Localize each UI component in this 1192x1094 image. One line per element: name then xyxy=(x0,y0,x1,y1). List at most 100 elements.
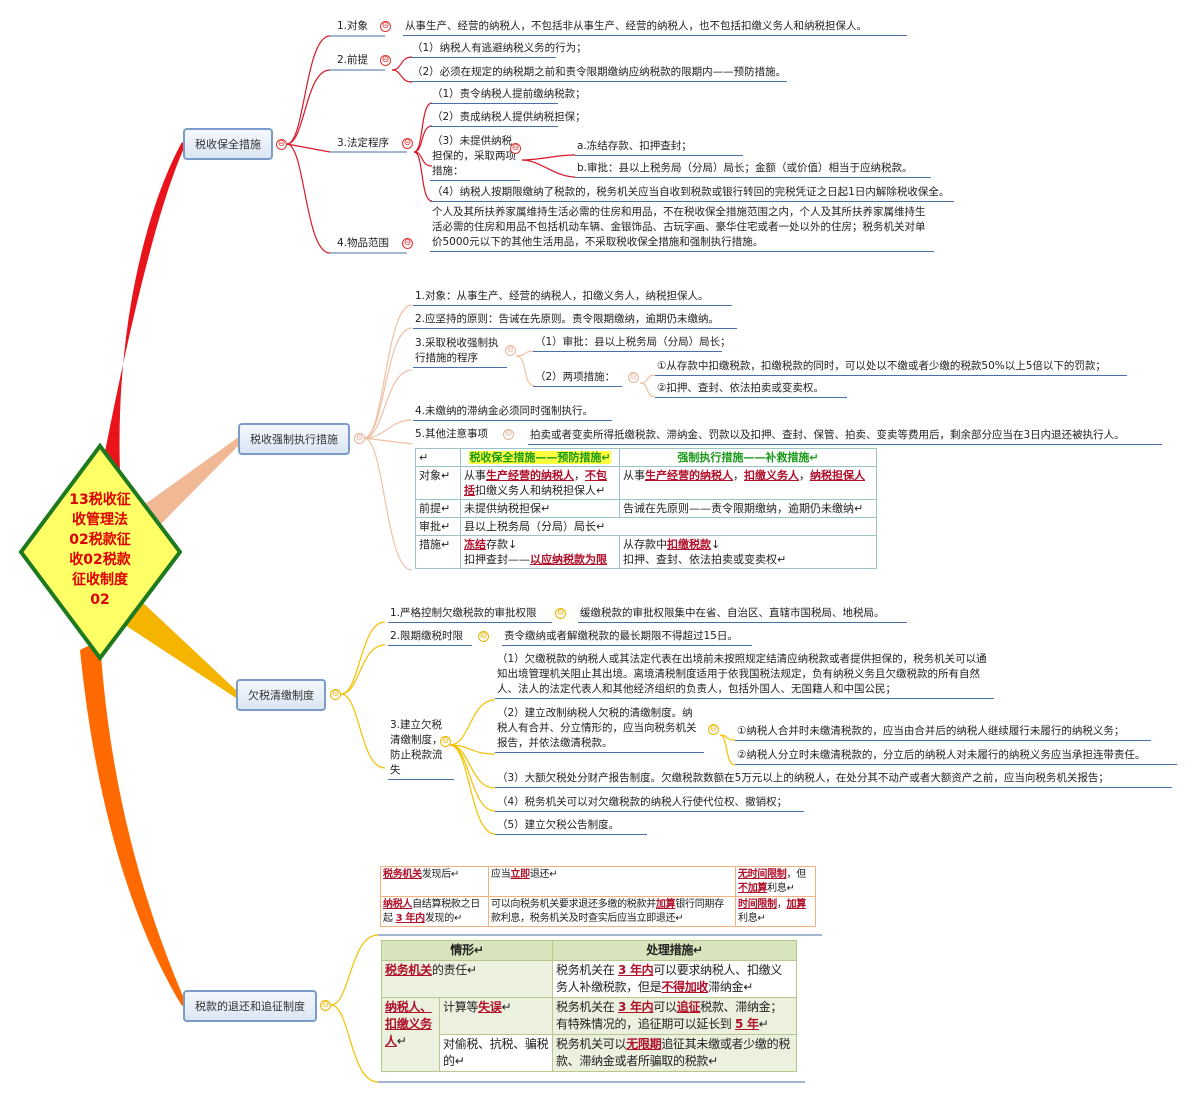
b1-premise-item[interactable]: （2）必须在规定的纳税期之前和责令限期缴纳应纳税款的限期内——预防措施。 xyxy=(410,65,787,82)
b2-principle[interactable]: 2.应坚持的原则：告诫在先原则。责令限期缴纳，逾期仍未缴纳。 xyxy=(413,312,737,329)
topic-refund-collection[interactable]: 税款的退还和追征制度 xyxy=(183,990,317,1022)
emphasis-text: 立即 xyxy=(510,869,530,880)
collapse-icon[interactable]: ⊖ xyxy=(380,55,391,66)
collapse-icon[interactable]: ⊖ xyxy=(276,139,287,150)
collapse-icon[interactable]: ⊖ xyxy=(505,345,516,356)
b3-deadline-label[interactable]: 2.限期缴税时限 xyxy=(388,629,472,646)
central-topic[interactable]: 13税收征 收管理法 02税款征 收02税款 征收制度 02 xyxy=(40,490,160,610)
b2-measure-item[interactable]: ①从存款中扣缴税款，扣缴税款的同时，可以处以不缴或者少缴的税款50%以上5倍以下… xyxy=(655,359,1127,376)
b3-system-item[interactable]: （3）大额欠税处分财产报告制度。欠缴税款数额在5万元以上的纳税人，在处分其不动产… xyxy=(495,771,1172,788)
header-text: 税收保全措施——预防措施↵ xyxy=(469,451,611,464)
cell-text: 税款、滞纳金；有特殊情况的，追征期可以延长到 xyxy=(556,1000,783,1031)
cell-text: ↵ xyxy=(501,1000,512,1014)
emphasis-text: 加算 xyxy=(655,899,676,910)
central-topic-line: 征收制度 xyxy=(72,572,128,588)
table-header-cell: 强制执行措施——补救措施↵ xyxy=(619,448,877,467)
cell-text: 可以要求纳税人、扣缴义务人补缴税款，但是 xyxy=(556,963,783,994)
collapse-icon[interactable]: ⊖ xyxy=(440,736,451,747)
collapse-icon[interactable]: ⊖ xyxy=(330,689,341,700)
b2-procedure-item[interactable]: （2）两项措施： xyxy=(533,370,622,387)
b1-procedure-item[interactable]: （4）纳税人按期限缴纳了税款的，税务机关应当自收到税款或银行转回的完税凭证之日起… xyxy=(430,185,954,202)
cell-text: 应当 xyxy=(491,869,511,880)
branch1-underlines xyxy=(330,35,407,254)
collapse-icon[interactable]: ⊖ xyxy=(510,143,521,154)
table-cell: 无时间限制，但不加算利息↵ xyxy=(735,866,816,897)
table-row: 税务机关的责任↵税务机关在 3 年内可以要求纳税人、扣缴义务人补缴税款，但是不得… xyxy=(381,960,797,998)
b2-procedure-item[interactable]: （1）审批：县以上税务局（分局）局长； xyxy=(533,335,731,352)
b3-approval-detail[interactable]: 缓缴税款的审批权限集中在省、自治区、直辖市国税局、地税局。 xyxy=(578,606,907,623)
emphasis-text: 无限期 xyxy=(626,1037,662,1051)
central-topic-line: 13税收征 xyxy=(69,492,131,508)
b2-procedure-label[interactable]: 3.采取税收强制执行措施的程序 xyxy=(413,336,507,368)
table-cell: 应当立即退还↵ xyxy=(488,866,736,897)
table-row: 纳税人、扣缴义务人↵计算等失误↵税务机关在 3 年内可以追征税款、滞纳金；有特殊… xyxy=(381,997,797,1072)
b3-deadline-detail[interactable]: 责令缴纳或者解缴税款的最长期限不得超过15日。 xyxy=(502,629,752,646)
b3-merger-item[interactable]: ②纳税人分立时未缴清税款的，分立后的纳税人对未履行的纳税义务应当承担连带责任。 xyxy=(735,748,1177,765)
b1-procedure-item[interactable]: （1）责令纳税人提前缴纳税款； xyxy=(430,87,586,104)
collapse-icon[interactable]: ⊖ xyxy=(555,608,566,619)
collapse-icon[interactable]: ⊖ xyxy=(478,631,489,642)
b3-merger-item[interactable]: ①纳税人合并时未缴清税款的，应当由合并后的纳税人继续履行未履行的纳税义务； xyxy=(735,724,1151,741)
b3-approval-label[interactable]: 1.严格控制欠缴税款的审批权限 xyxy=(388,606,552,623)
b1-procedure-item[interactable]: （3）未提供纳税担保的，采取两项措施： xyxy=(430,134,520,181)
b2-late-fee[interactable]: 4.未缴纳的滞纳金必须同时强制执行。 xyxy=(413,404,612,421)
collapse-icon[interactable]: ⊖ xyxy=(320,1000,331,1011)
collapse-icon[interactable]: ⊖ xyxy=(380,21,391,32)
b2-subject[interactable]: 1.对象：从事生产、经营的纳税人，扣缴义务人，纳税担保人。 xyxy=(413,289,732,306)
b3-system-item[interactable]: （5）建立欠税公告制度。 xyxy=(495,818,647,835)
table-cell: 纳税人自结算税款之日起 3 年内发现的↵ xyxy=(380,896,489,927)
b1-procedure-label[interactable]: 3.法定程序 xyxy=(337,137,390,149)
b1-procedure-subitem[interactable]: b.审批：县以上税务局（分局）局长；金额（或价值）相当于应纳税款。 xyxy=(575,161,931,178)
table-cell: 从存款中扣缴税款↓ 扣押、查封、依法拍卖或变卖权↵ xyxy=(619,535,877,569)
b3-system-item[interactable]: （2）建立改制纳税人欠税的清缴制度。纳税人有合并、分立情形的，应当向税务机关报告… xyxy=(495,706,704,753)
collapse-icon[interactable]: ⊖ xyxy=(628,372,639,383)
branch-main-3 xyxy=(125,600,238,698)
b1-subject-detail[interactable]: 从事生产、经营的纳税人，不包括非从事生产、经营的纳税人，也不包括扣缴义务人和纳税… xyxy=(403,19,907,36)
b2-notes-label[interactable]: 5.其他注意事项 xyxy=(415,428,489,440)
table-cell: 告诫在先原则——责令限期缴纳，逾期仍未缴纳↵ xyxy=(619,499,877,518)
cell-text: 告诫在先原则——责令限期缴纳，逾期仍未缴纳↵ xyxy=(623,502,864,515)
branch1-connectors xyxy=(286,35,576,254)
b3-system-label[interactable]: 3.建立欠税清缴制度，防止税款流失 xyxy=(388,718,454,780)
cell-text: 对偷税、抗税、骗税的↵ xyxy=(443,1037,549,1068)
b1-procedure-subitem[interactable]: a.冻结存款、扣押查封； xyxy=(575,139,743,156)
collapse-icon[interactable]: ⊖ xyxy=(402,238,413,249)
collapse-icon[interactable]: ⊖ xyxy=(402,138,413,149)
emphasis-text: 纳税人 xyxy=(383,899,413,910)
branch-main-2 xyxy=(130,436,242,535)
cell-text: 银行同期存款利息，税务机关及时查实后应当立即退还↵ xyxy=(491,899,724,924)
table-cell: 冻结存款↓ 扣押查封——以应纳税款为限 xyxy=(460,535,620,569)
cell-text: 从存款中 xyxy=(623,538,667,551)
b1-premise-label[interactable]: 2.前提 xyxy=(337,54,369,66)
cell-text: 退还↵ xyxy=(529,869,558,880)
table-header-cell: 税收保全措施——预防措施↵ xyxy=(460,448,620,467)
b1-scope-detail[interactable]: 个人及其所扶养家属维持生活必需的住房和用品，不在税收保全措施范围之内，个人及其所… xyxy=(430,205,934,252)
b1-procedure-item[interactable]: （2）责成纳税人提供纳税担保； xyxy=(430,110,586,127)
b2-measure-item[interactable]: ②扣押、查封、依法拍卖或变卖权。 xyxy=(655,381,847,398)
b1-premise-item[interactable]: （1）纳税人有逃避纳税义务的行为； xyxy=(410,41,587,58)
branch-main-4 xyxy=(80,640,186,1006)
emphasis-text: 扣缴义务人 xyxy=(744,469,799,482)
b3-system-item[interactable]: （4）税务机关可以对欠缴税款的纳税人行使代位权、撤销权； xyxy=(495,795,804,812)
central-topic-line: 收02税款 xyxy=(69,552,131,568)
b1-scope-label[interactable]: 4.物品范围 xyxy=(337,237,390,249)
collapse-icon[interactable]: ⊖ xyxy=(708,724,719,735)
emphasis-text: 以应纳税款为限 xyxy=(530,553,607,566)
table-cell: 税务机关可以无限期追征其未缴或者少缴的税款、滞纳金或者所骗取的税款↵ xyxy=(552,1034,797,1072)
b2-notes-detail[interactable]: 拍卖或者变卖所得抵缴税款、滞纳金、罚款以及扣押、查封、保管、拍卖、变卖等费用后，… xyxy=(528,428,1162,445)
topic-enforcement[interactable]: 税收强制执行措施 xyxy=(238,423,350,455)
cell-text: 可以向税务机关要求退还多缴的税款并 xyxy=(491,899,656,910)
topic-arrears[interactable]: 欠税清缴制度 xyxy=(236,679,326,711)
b1-subject-label[interactable]: 1.对象 xyxy=(337,20,369,32)
cell-text: ， xyxy=(799,469,810,482)
collapse-icon[interactable]: ⊖ xyxy=(354,433,365,444)
table-row: 前提↵未提供纳税担保↵告诫在先原则——责令限期缴纳，逾期仍未缴纳↵ xyxy=(415,499,877,518)
emphasis-text: 5 年 xyxy=(735,1017,759,1031)
table-cell: 税务机关的责任↵ xyxy=(381,960,553,998)
collapse-icon[interactable]: ⊖ xyxy=(503,429,514,440)
table-cell: 时间限制，加算利息↵ xyxy=(735,896,816,927)
topic-tax-preservation[interactable]: 税收保全措施 xyxy=(183,128,273,160)
b3-system-item[interactable]: （1）欠缴税款的纳税人或其法定代表在出境前未按照规定结清应纳税款或者提供担保的，… xyxy=(495,652,994,699)
table-cell: 税务机关在 3 年内可以要求纳税人、扣缴义务人补缴税款，但是不得加收滞纳金↵ xyxy=(552,960,797,998)
